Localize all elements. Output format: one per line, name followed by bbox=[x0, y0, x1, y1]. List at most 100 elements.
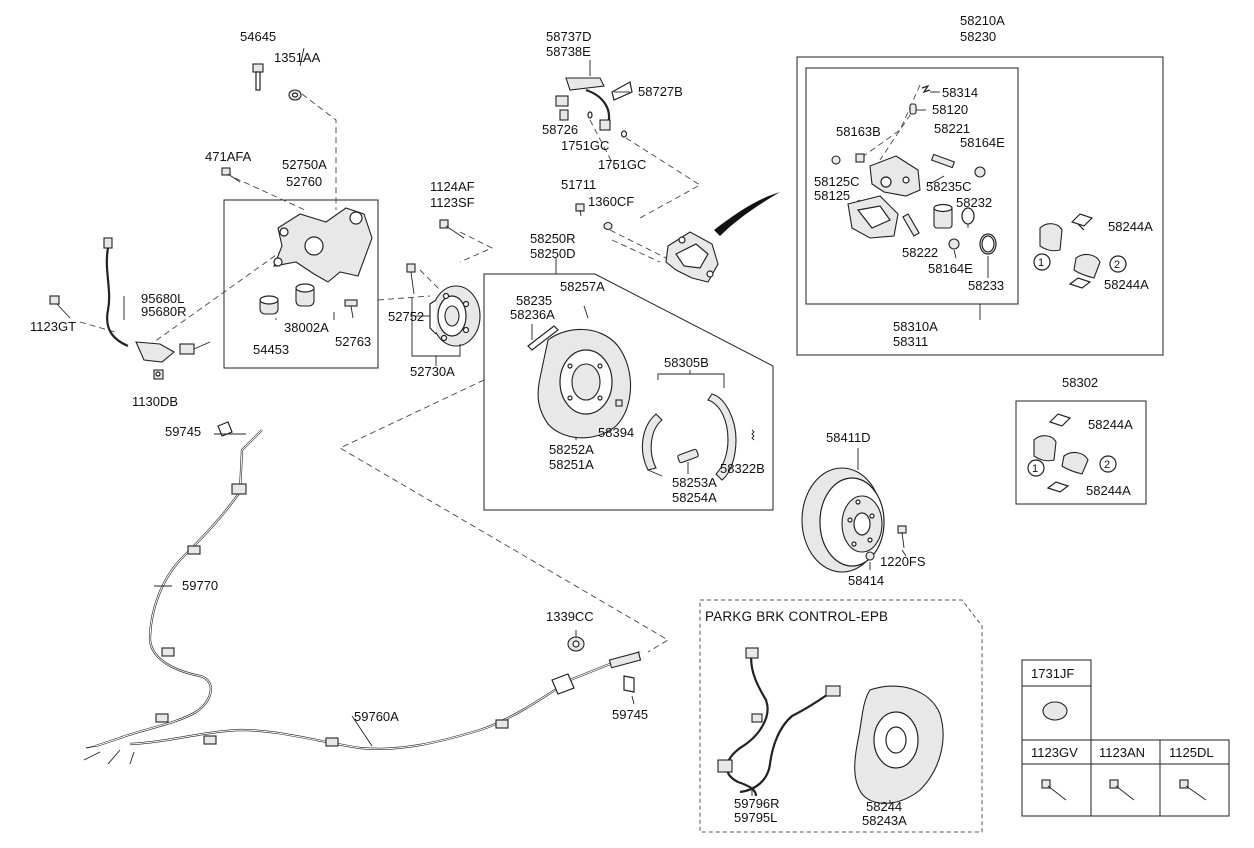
seal-58232-icon bbox=[961, 207, 975, 225]
caliper-assembly-icon bbox=[665, 231, 719, 283]
label-52763: 52763 bbox=[335, 334, 372, 349]
callout-arrow-icon bbox=[714, 192, 780, 236]
pin-58394-icon bbox=[615, 399, 623, 407]
clip-58314-icon bbox=[921, 84, 931, 94]
label-1123SF: 1123SF bbox=[430, 195, 475, 210]
label-58233: 58233 bbox=[968, 278, 1005, 293]
label-38002A: 38002A bbox=[284, 320, 329, 335]
pad-clip-icon bbox=[1070, 213, 1094, 231]
plug-1731JF-icon bbox=[1042, 701, 1068, 721]
bolt-1123GV-icon bbox=[1041, 779, 1067, 801]
label-1351AA: 1351AA bbox=[274, 50, 321, 65]
bolt-52763-icon bbox=[344, 299, 358, 319]
bolt-1123AN-icon bbox=[1109, 779, 1135, 801]
label-58244A-d: 58244A bbox=[1086, 483, 1131, 498]
bolt-1123GT-icon bbox=[49, 295, 71, 319]
seal-58233-icon bbox=[979, 233, 997, 255]
label-59745-a: 59745 bbox=[165, 424, 202, 439]
label-58243A: 58243A bbox=[862, 813, 907, 828]
label-58737D: 58737D bbox=[546, 29, 592, 44]
label-1360CF: 1360CF bbox=[588, 194, 635, 209]
label-58314: 58314 bbox=[942, 85, 979, 100]
label-58322B: 58322B bbox=[720, 461, 765, 476]
parking-cable-59770-icon bbox=[95, 421, 263, 748]
label-471AFA: 471AFA bbox=[205, 149, 252, 164]
label-58257A: 58257A bbox=[560, 279, 605, 294]
brake-shoe-left-icon bbox=[641, 413, 663, 477]
label-58236A: 58236A bbox=[510, 307, 555, 322]
label-54453: 54453 bbox=[253, 342, 290, 357]
label-58230: 58230 bbox=[960, 29, 997, 44]
label-58726: 58726 bbox=[542, 122, 579, 137]
label-58253A: 58253A bbox=[672, 475, 717, 490]
label-1124AF: 1124AF bbox=[430, 179, 475, 194]
label-1123GV: 1123GV bbox=[1031, 745, 1078, 760]
wheel-hub-icon bbox=[429, 285, 481, 347]
boot-58164E-b-icon bbox=[948, 238, 960, 250]
pads-group-kit bbox=[1027, 413, 1117, 493]
clip-59745-b-icon bbox=[623, 675, 635, 693]
leader-lines-caliper bbox=[916, 91, 989, 320]
circle-mark-1-b: 1 bbox=[1032, 463, 1039, 475]
pin-58222-icon bbox=[902, 213, 920, 237]
label-1123GT: 1123GT bbox=[30, 319, 77, 334]
label-58244A-b: 58244A bbox=[1104, 277, 1149, 292]
nut-58414-icon bbox=[865, 551, 875, 561]
nut-1351AA-icon bbox=[288, 89, 302, 101]
label-58210A: 58210A bbox=[960, 13, 1005, 28]
label-59795L: 59795L bbox=[734, 810, 778, 825]
label-58125: 58125 bbox=[814, 188, 851, 203]
bolt-1124AF-icon bbox=[439, 219, 465, 239]
label-1130DB: 1130DB bbox=[132, 394, 179, 409]
label-58163B: 58163B bbox=[836, 124, 881, 139]
pad-kit-box bbox=[1015, 400, 1147, 505]
label-58164E-a: 58164E bbox=[960, 135, 1005, 150]
drum-brake-group-box bbox=[483, 273, 774, 511]
brake-shoe-right-icon bbox=[707, 393, 737, 481]
label-58411D: 58411D bbox=[826, 430, 871, 445]
leader-lines-drum bbox=[531, 258, 725, 474]
bolt-1130DB-icon bbox=[153, 369, 164, 380]
bolt-52752-icon bbox=[406, 263, 416, 295]
bolt-54645-icon bbox=[252, 63, 264, 91]
epb-section-box bbox=[699, 599, 983, 833]
label-1220FS: 1220FS bbox=[880, 554, 926, 569]
cable-ends-icon bbox=[83, 745, 135, 765]
wheel-speed-sensor-icon bbox=[103, 237, 211, 363]
label-58125C: 58125C bbox=[814, 174, 860, 189]
knuckle-group-box bbox=[223, 199, 379, 369]
label-58222: 58222 bbox=[902, 245, 939, 260]
label-52760: 52760 bbox=[286, 174, 323, 189]
label-1731JF: 1731JF bbox=[1031, 666, 1075, 681]
circle-mark-2-b: 2 bbox=[1104, 459, 1111, 471]
label-52750A: 52750A bbox=[282, 157, 327, 172]
bolt-51711-icon bbox=[575, 203, 585, 217]
caliper-group-box-outer bbox=[796, 56, 1164, 356]
caliper-body-icon bbox=[869, 155, 921, 197]
label-58235C: 58235C bbox=[926, 179, 972, 194]
label-58244A-a: 58244A bbox=[1108, 219, 1153, 234]
carrier-58125-icon bbox=[847, 195, 899, 239]
pin-58221-icon bbox=[930, 153, 956, 169]
label-58394: 58394 bbox=[598, 425, 635, 440]
boot-58164E-a-icon bbox=[974, 166, 986, 178]
spring-58257A-icon bbox=[583, 305, 589, 319]
label-1751GC-b: 1751GC bbox=[598, 157, 647, 172]
piston-58235C-icon bbox=[933, 203, 953, 229]
label-58311: 58311 bbox=[893, 334, 929, 349]
bleeder-58120-icon bbox=[909, 103, 917, 115]
caliper-group-box-inner bbox=[805, 67, 1019, 305]
label-52752: 52752 bbox=[388, 309, 425, 324]
label-58254A: 58254A bbox=[672, 490, 717, 505]
brake-pad-1-icon bbox=[1039, 223, 1063, 252]
fastener-table bbox=[1021, 659, 1230, 817]
label-1751GC-a: 1751GC bbox=[561, 138, 610, 153]
leader-lines-misc bbox=[123, 47, 907, 804]
backing-plate-icon bbox=[537, 328, 632, 439]
label-52730A: 52730A bbox=[410, 364, 455, 379]
label-58738E: 58738E bbox=[546, 44, 591, 59]
bolt-471AFA-icon bbox=[221, 167, 241, 183]
label-58251A: 58251A bbox=[549, 457, 594, 472]
label-58221: 58221 bbox=[934, 121, 971, 136]
